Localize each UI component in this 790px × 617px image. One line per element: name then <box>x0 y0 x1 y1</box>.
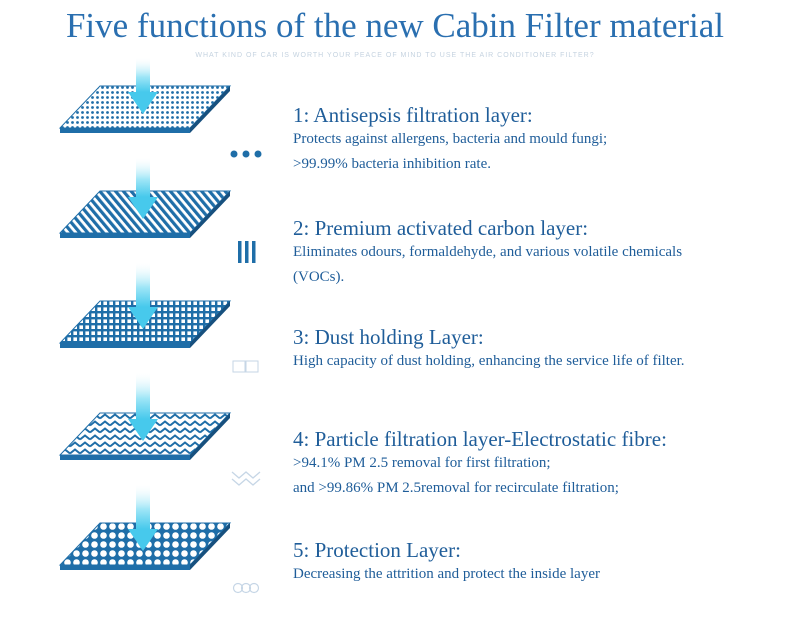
layer-heading: 4: Particle filtration layer-Electrostat… <box>293 427 667 451</box>
layer-detail-line: Eliminates odours, formaldehyde, and var… <box>293 244 683 260</box>
layer-heading: 5: Protection Layer: <box>293 538 461 562</box>
layer-description-1: 1: Antisepsis filtration layer: Protects … <box>293 103 607 177</box>
layer-heading: 3: Dust holding Layer: <box>293 325 484 349</box>
zigzag-icon <box>231 471 261 486</box>
layer-detail-line: High capacity of dust holding, enhancing… <box>293 353 685 369</box>
down-arrow-icon <box>128 158 158 219</box>
layer-detail-line: and >99.86% PM 2.5removal for recirculat… <box>293 480 619 496</box>
vertical-bars-icon <box>238 241 256 263</box>
layer-heading: 2: Premium activated carbon layer: <box>293 216 589 240</box>
down-arrow-icon <box>128 485 158 551</box>
page-title: Five functions of the new Cabin Filter m… <box>65 6 725 45</box>
layer-heading: 1: Antisepsis filtration layer: <box>293 103 533 127</box>
layer-detail-line: Decreasing the attrition and protect the… <box>293 566 600 582</box>
layer-description-3: 3: Dust holding Layer: High capacity of d… <box>293 325 685 374</box>
down-arrow-icon <box>128 58 158 114</box>
squares-icon <box>232 360 259 373</box>
layer-detail-line: >99.99% bacteria inhibition rate. <box>293 156 491 172</box>
layer-description-4: 4: Particle filtration layer-Electrostat… <box>293 427 667 501</box>
down-arrow-icon <box>128 263 158 329</box>
layer-description-2: 2: Premium activated carbon layer: Elimin… <box>293 216 682 290</box>
layer-detail-line: Protects against allergens, bacteria and… <box>293 131 608 147</box>
layer-description-5: 5: Protection Layer: Decreasing the attri… <box>293 538 600 587</box>
circles-icon <box>232 582 260 594</box>
dots-icon <box>230 150 262 158</box>
page-subtitle: WHAT KIND OF CAR IS WORTH YOUR PEACE OF … <box>195 52 595 59</box>
layer-detail-line: >94.1% PM 2.5 removal for first filtrati… <box>293 455 551 471</box>
down-arrow-icon <box>128 373 158 441</box>
layer-detail-line: (VOCs). <box>293 269 345 285</box>
